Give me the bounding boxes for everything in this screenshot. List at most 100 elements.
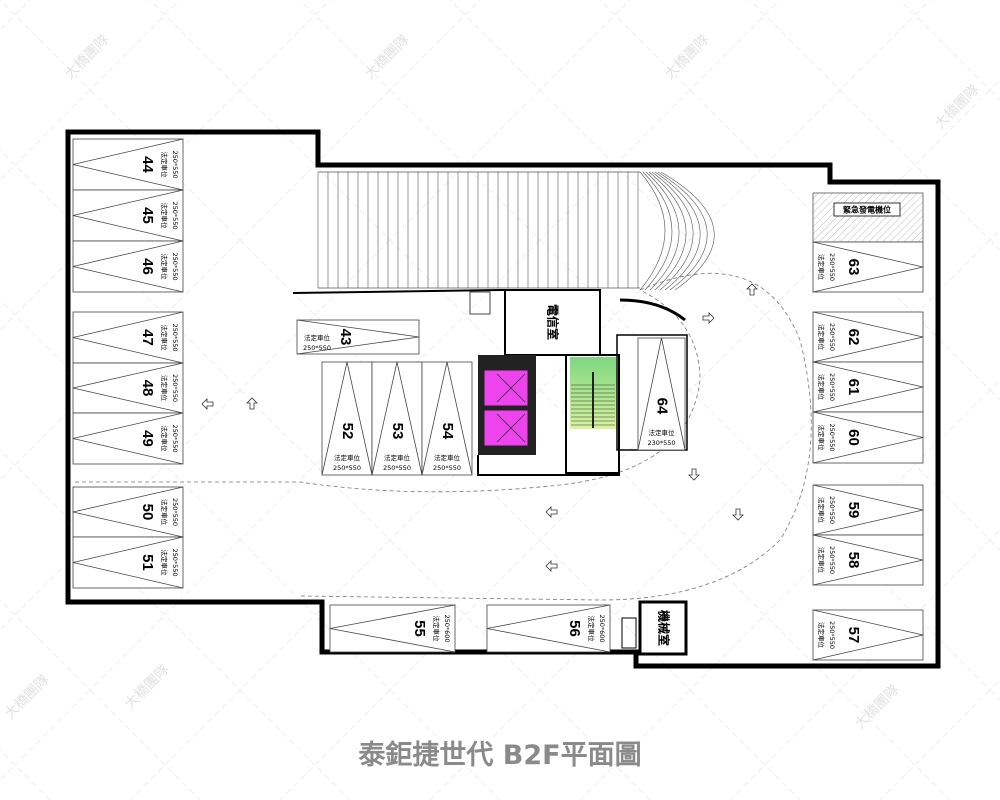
hatched-area-label: 緊急發電機位	[843, 205, 891, 215]
mechanical-room-label: 機械室	[657, 610, 672, 646]
spot-outline	[812, 609, 924, 661]
hatched-area	[812, 192, 924, 243]
spot-size: 250*550	[828, 323, 836, 351]
spot-triangle	[812, 311, 924, 363]
spot-triangle	[371, 361, 423, 476]
spot-size: 250*550	[828, 496, 836, 524]
arrow-icon	[545, 560, 558, 572]
spot-type: 法定車位	[649, 428, 676, 437]
spot-type: 法定車位	[160, 254, 169, 281]
spot-number: 49	[139, 430, 156, 447]
spot-outline	[72, 189, 184, 242]
arrow-icon	[201, 398, 214, 410]
spot-triangle	[72, 240, 184, 293]
spot-type: 法定車位	[817, 324, 826, 351]
spot-triangle	[812, 484, 924, 536]
spot-size: 250*550	[171, 424, 179, 452]
spot-number: 60	[845, 429, 862, 446]
spot-triangle	[72, 486, 184, 538]
page-title: 泰鉅捷世代 B2F平面圖	[358, 740, 642, 771]
hatched-area-label-box	[833, 202, 901, 217]
spot-number: 62	[845, 329, 862, 346]
spot-outline	[637, 337, 686, 451]
spot-size: 250*550	[171, 201, 179, 229]
spot-number: 58	[845, 552, 862, 569]
spot-triangle	[296, 319, 420, 355]
spot-size: 230*550	[647, 439, 675, 447]
shaft	[621, 617, 637, 649]
spot-triangle	[637, 337, 686, 451]
spot-size: 250*550	[828, 621, 836, 649]
spot-size: 250*550	[171, 150, 179, 178]
spot-type: 法定車位	[160, 325, 169, 352]
spot-number: 54	[439, 423, 456, 440]
spot-outline	[329, 604, 456, 653]
spot-number: 43	[337, 329, 354, 346]
watermark-text: 大橋團隊	[122, 662, 173, 713]
spot-triangle	[812, 609, 924, 661]
spot-size: 250*550	[433, 464, 461, 472]
ramp	[317, 171, 715, 291]
spot-outline	[371, 361, 423, 476]
spot-type: 法定車位	[384, 453, 411, 462]
spot-size: 250*550	[171, 323, 179, 351]
spot-number: 56	[566, 620, 583, 637]
spot-outline	[812, 311, 924, 363]
arrow-icon	[688, 468, 700, 481]
spot-triangle	[72, 138, 184, 191]
spot-outline	[72, 486, 184, 538]
watermark-text: 大橋團隊	[932, 82, 983, 133]
arrow-icon	[246, 397, 258, 410]
spot-type: 法定車位	[160, 375, 169, 402]
spot-triangle	[72, 536, 184, 589]
outer-wall	[65, 129, 941, 669]
watermark-text: 大橋團隊	[852, 682, 903, 733]
spot-triangle	[321, 361, 373, 476]
spot-type: 法定車位	[817, 547, 826, 574]
spot-size: 250*550	[171, 548, 179, 576]
spot-number: 52	[339, 423, 356, 440]
spot-outline	[72, 311, 184, 364]
spot-size: 250*550	[828, 373, 836, 401]
spot-size: 250*550	[171, 252, 179, 280]
telecom-room	[504, 289, 601, 356]
spot-triangle	[421, 361, 473, 476]
spot-outline	[72, 412, 184, 465]
arrow-icon	[545, 506, 558, 518]
spot-number: 45	[139, 207, 156, 224]
spot-triangle	[486, 604, 611, 653]
spot-number: 44	[139, 156, 156, 173]
spot-outline	[321, 361, 373, 476]
arrow-icon	[732, 508, 744, 521]
spot-type: 法定車位	[160, 499, 169, 526]
spot-type: 法定車位	[817, 254, 826, 281]
spot-number: 47	[139, 329, 156, 346]
spot-triangle	[812, 534, 924, 586]
spot-triangle	[72, 412, 184, 465]
spot-outline	[812, 241, 924, 293]
